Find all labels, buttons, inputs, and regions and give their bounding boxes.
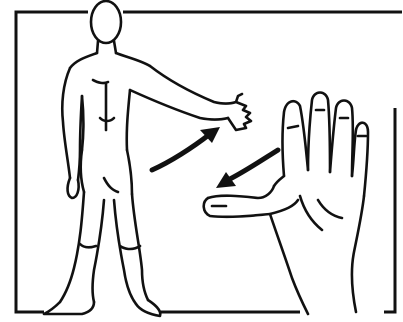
arrow-down-left: [216, 150, 278, 188]
curved-arrow-up-right: [152, 127, 220, 170]
head: [91, 1, 121, 43]
open-hand-palm: [204, 93, 368, 315]
human-figure: [44, 1, 251, 316]
